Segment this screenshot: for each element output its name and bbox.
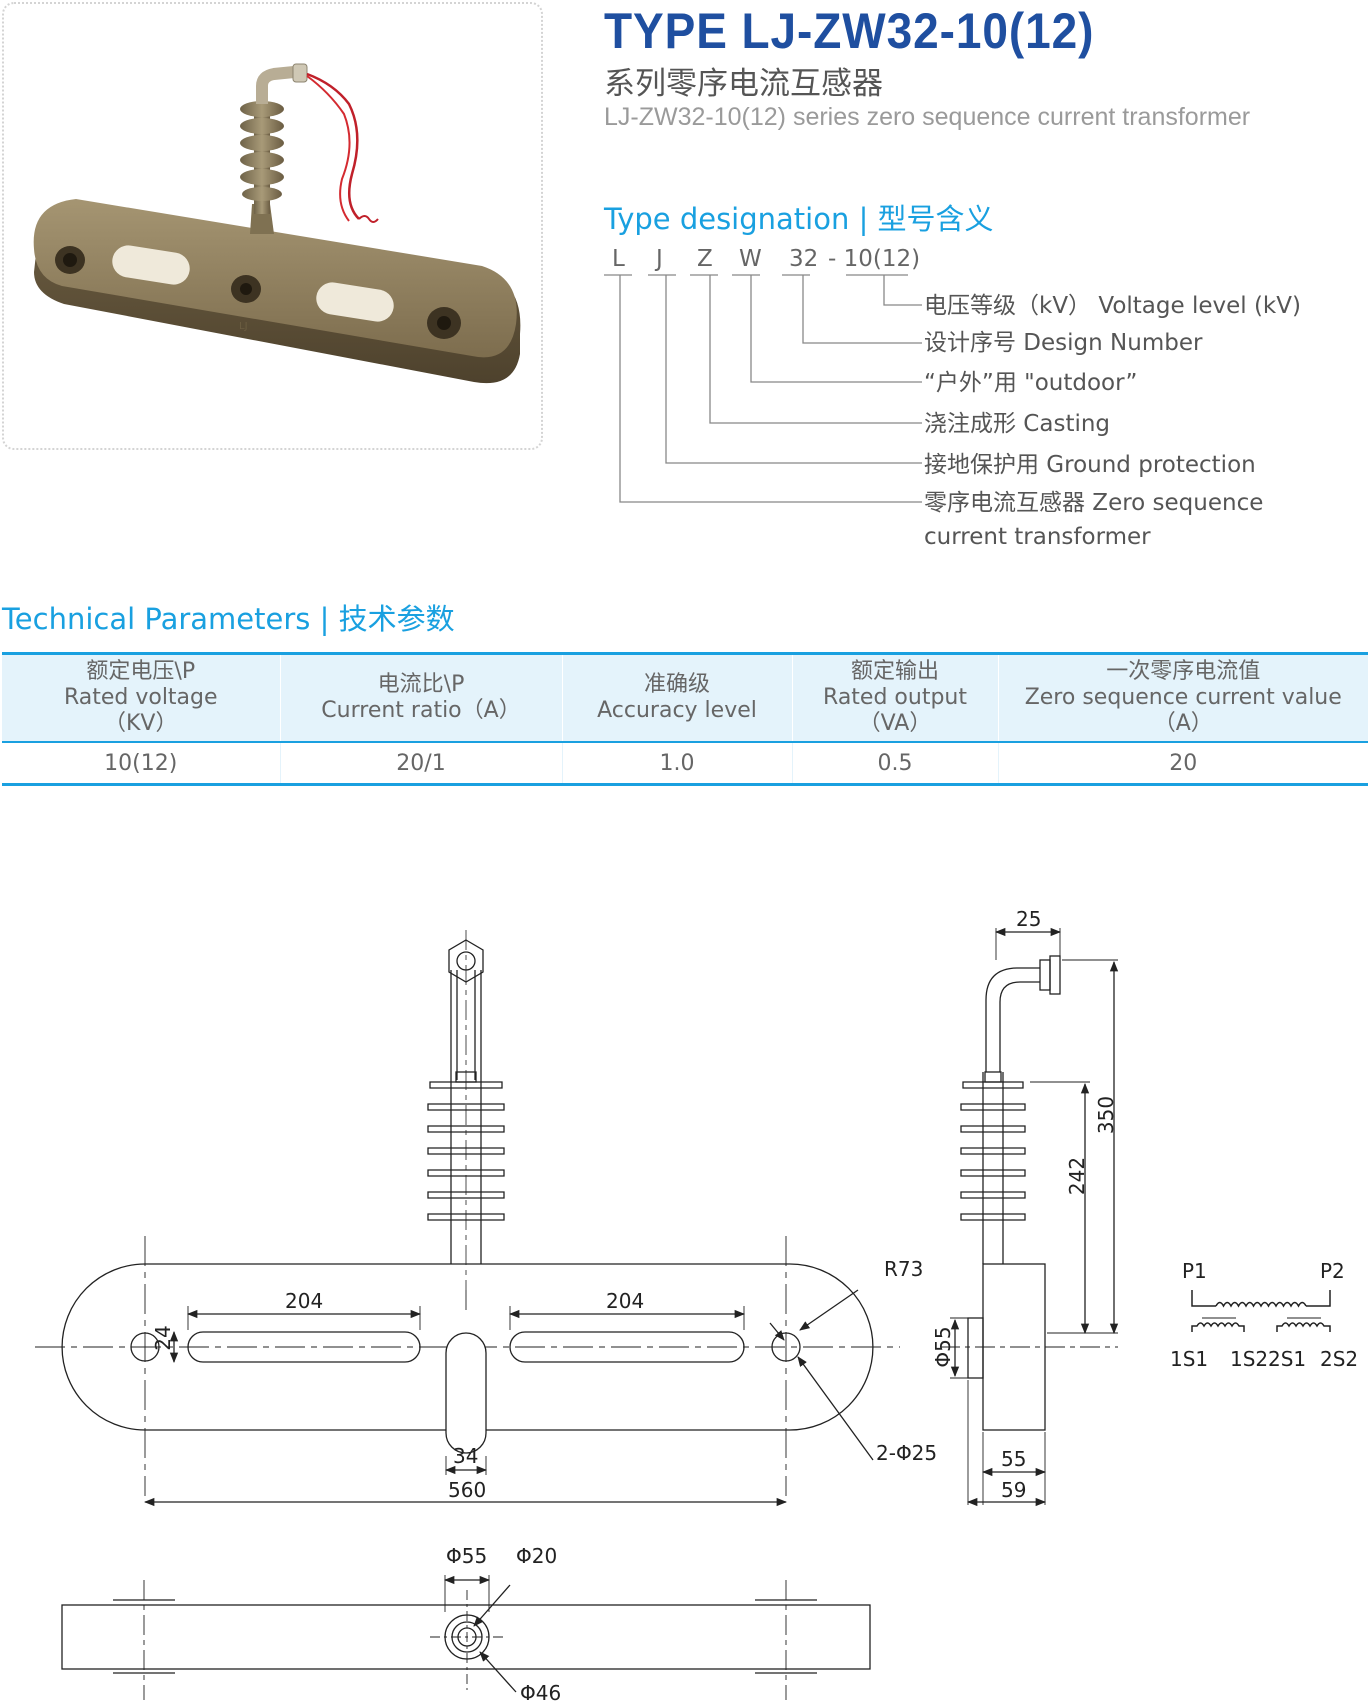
- side-view-dims: 25 350 242 Φ55 55 59: [931, 907, 1118, 1502]
- cell-zero-sequence-current: 20: [998, 742, 1368, 786]
- terminal-2s2: 2S2: [1320, 1347, 1358, 1371]
- col-unit: （A）: [1153, 711, 1213, 736]
- svg-text:LJ: LJ: [239, 321, 248, 332]
- col-unit: （VA）: [858, 711, 932, 736]
- bottom-view: [61, 1575, 871, 1700]
- designation-leader-lines: [604, 274, 922, 503]
- terminal-2s1: 2S1: [1268, 1347, 1306, 1371]
- meaning-outdoor: “户外”用 "outdoor”: [924, 370, 1137, 396]
- side-view: [940, 927, 1119, 1507]
- product-photo: LJ: [33, 63, 521, 384]
- col-cn: 准确级: [643, 672, 710, 697]
- col-cn: 一次零序电流值: [1106, 659, 1261, 684]
- dim-slot-left: 204: [285, 1289, 323, 1313]
- code-letter-z: Z: [697, 246, 713, 272]
- col-cn: 额定输出: [850, 659, 939, 684]
- terminal-p2: P2: [1320, 1259, 1345, 1283]
- terminal-1s1: 1S1: [1170, 1347, 1208, 1371]
- cell-accuracy-level: 1.0: [562, 742, 793, 786]
- technical-parameters-table: 额定电压\P Rated voltage （KV） 电流比\P Current …: [2, 652, 1368, 786]
- col-en: Rated voltage: [63, 685, 218, 710]
- bottom-view-dims: Φ55 Φ20 Φ46: [446, 1544, 561, 1705]
- technical-parameters-heading: Technical Parameters | 技术参数: [2, 602, 455, 636]
- dim-bolt-holes: 2-Φ25: [876, 1441, 937, 1465]
- dim-bottom-hole: Φ20: [516, 1544, 557, 1568]
- meaning-current-transformer: current transformer: [924, 524, 1151, 550]
- code-voltage: - 10(12): [828, 246, 920, 272]
- code-number-32: 32: [789, 246, 818, 272]
- col-en: Accuracy level: [597, 698, 757, 723]
- meaning-casting: 浇注成形 Casting: [924, 411, 1110, 437]
- cell-current-ratio: 20/1: [280, 742, 563, 786]
- dim-slot-right: 204: [606, 1289, 644, 1313]
- dim-bottom-ring: Φ46: [520, 1681, 561, 1705]
- col-en: Current ratio（A）: [321, 698, 521, 723]
- product-subtitle-cn: 系列零序电流互感器: [604, 66, 883, 102]
- terminal-p1: P1: [1182, 1259, 1207, 1283]
- table-header-row: 额定电压\P Rated voltage （KV） 电流比\P Current …: [2, 653, 1368, 743]
- col-accuracy-level: 准确级 Accuracy level: [562, 653, 793, 742]
- col-current-ratio: 电流比\P Current ratio（A）: [280, 653, 563, 742]
- type-designation-heading: Type designation | 型号含义: [604, 202, 994, 236]
- meaning-voltage-level: 电压等级（kV） Voltage level (kV): [924, 293, 1301, 319]
- dim-insulator-height: 242: [1065, 1157, 1089, 1195]
- dim-overall-thickness: 59: [1001, 1478, 1026, 1502]
- col-unit: （KV）: [104, 711, 178, 736]
- type-designation-diagram: L J Z W 32 - 10(12) 电压等级（kV） Voltage lev…: [604, 246, 1301, 550]
- dim-stem-width: 34: [453, 1444, 478, 1468]
- cell-rated-output: 0.5: [792, 742, 999, 786]
- dim-pipe-offset: 25: [1016, 907, 1041, 931]
- product-type-title: TYPE LJ-ZW32-10(12): [604, 3, 1095, 59]
- col-rated-voltage: 额定电压\P Rated voltage （KV）: [2, 653, 281, 742]
- meaning-ground-protection: 接地保护用 Ground protection: [924, 452, 1256, 478]
- dim-bottom-boss: Φ55: [446, 1544, 487, 1568]
- code-letter-w: W: [739, 246, 762, 272]
- col-en: Zero sequence current value: [1024, 685, 1342, 710]
- dim-body-thickness: 55: [1001, 1447, 1026, 1471]
- col-cn: 电流比\P: [377, 672, 465, 697]
- dim-total-height: 350: [1094, 1096, 1118, 1134]
- table-row: 10(12) 20/1 1.0 0.5 20: [2, 742, 1368, 786]
- col-cn: 额定电压\P: [86, 659, 196, 684]
- dim-slot-width: 24: [151, 1325, 175, 1350]
- cell-rated-voltage: 10(12): [2, 742, 281, 786]
- meaning-zero-sequence: 零序电流互感器 Zero sequence: [924, 490, 1263, 516]
- terminal-1s2: 1S2: [1230, 1347, 1268, 1371]
- meaning-design-number: 设计序号 Design Number: [924, 330, 1203, 356]
- product-subtitle-en: LJ-ZW32-10(12) series zero sequence curr…: [604, 103, 1251, 131]
- col-en: Rated output: [823, 685, 967, 710]
- dim-boss-diameter: Φ55: [931, 1326, 955, 1367]
- front-view: [35, 930, 900, 1507]
- dim-hole-spacing: 560: [448, 1478, 486, 1502]
- code-letter-j: J: [654, 246, 663, 272]
- wiring-labels: P1 P2 1S1 1S2 2S1 2S2: [1170, 1259, 1358, 1371]
- dim-radius: R73: [884, 1257, 923, 1281]
- product-photo-frame: LJ: [2, 2, 543, 450]
- front-view-dims: 204 204 24 34 560 R73 2-Φ25: [151, 1257, 937, 1502]
- col-zero-sequence-current: 一次零序电流值 Zero sequence current value （A）: [998, 654, 1368, 743]
- col-rated-output: 额定输出 Rated output （VA）: [792, 653, 999, 742]
- code-letter-l: L: [612, 246, 625, 272]
- wiring-diagram: [1191, 1290, 1331, 1332]
